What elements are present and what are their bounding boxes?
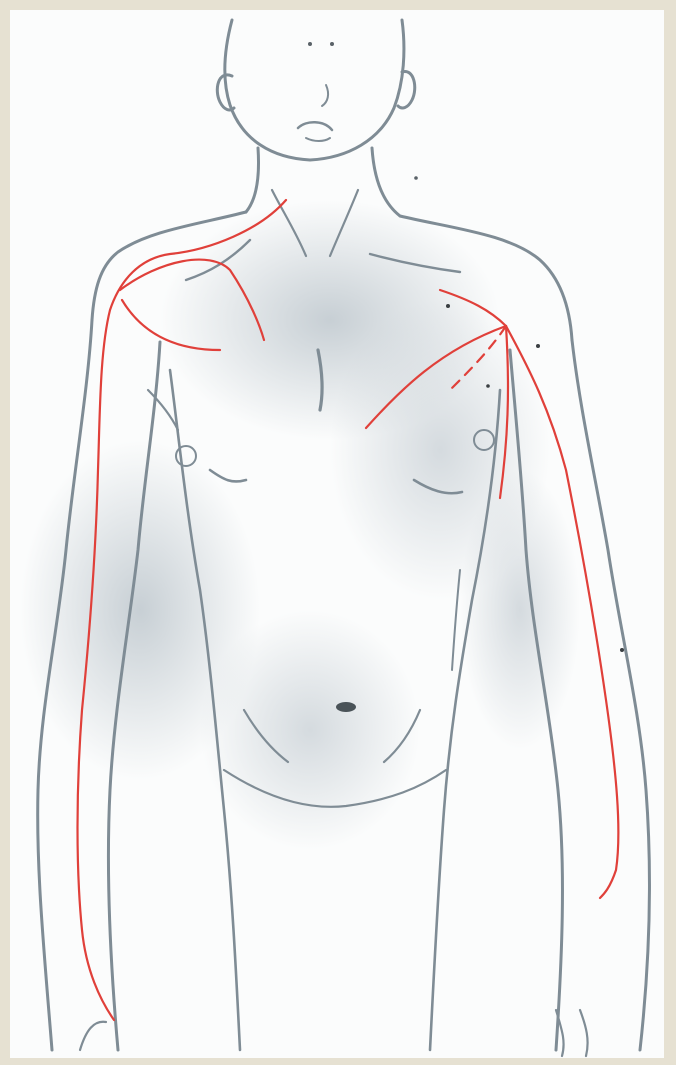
anatomy-sketch bbox=[10, 10, 664, 1058]
neck-left bbox=[246, 148, 259, 212]
arm-right-outer bbox=[572, 340, 649, 1050]
head-outline bbox=[225, 20, 404, 160]
hand-left bbox=[80, 1022, 106, 1050]
navel bbox=[336, 702, 356, 712]
shading bbox=[20, 200, 580, 850]
illustration-paper bbox=[10, 10, 664, 1058]
nose bbox=[322, 85, 328, 106]
hand-right-fingers bbox=[580, 1010, 588, 1056]
mouth bbox=[298, 122, 332, 130]
lip bbox=[306, 138, 330, 141]
